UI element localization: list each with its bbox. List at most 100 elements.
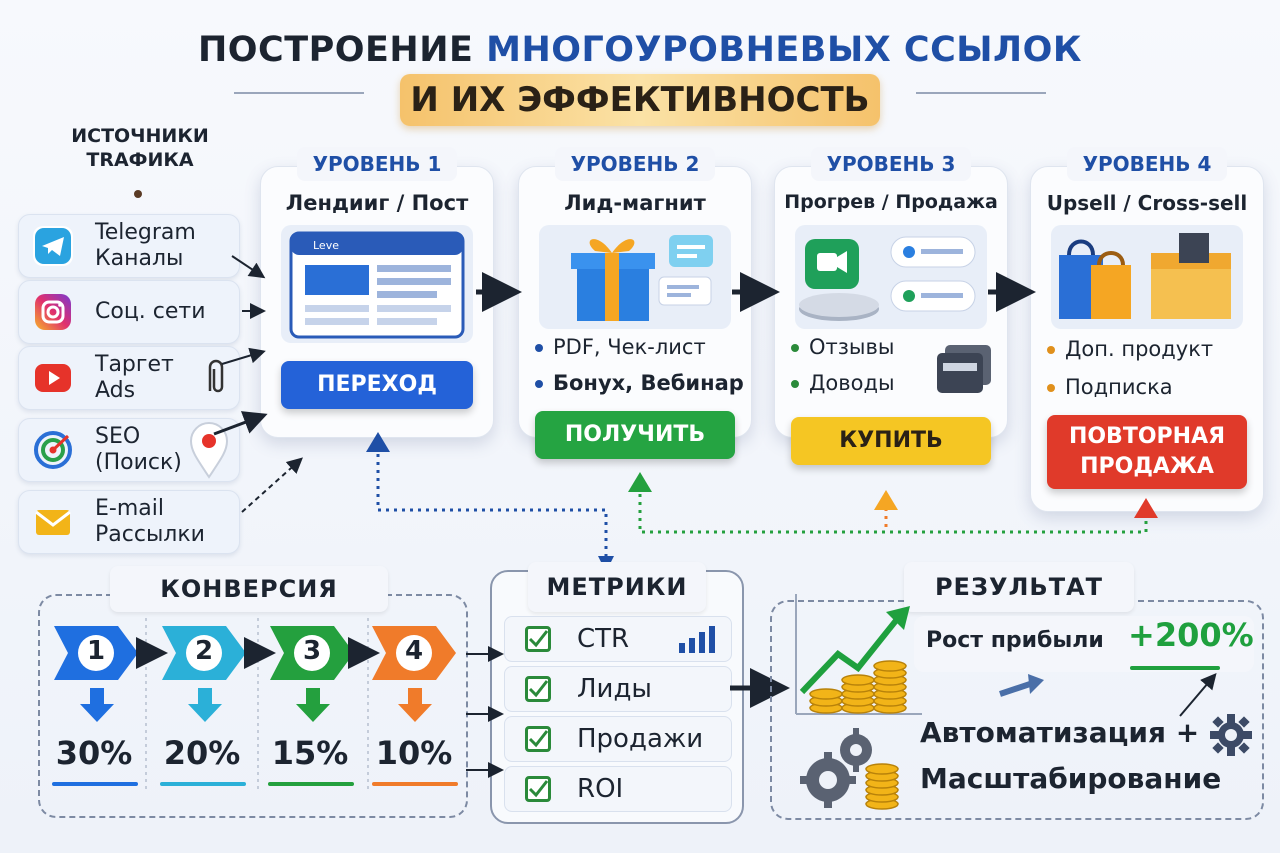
metric-label: Лиды — [577, 674, 652, 704]
payment-card-icon — [937, 345, 991, 393]
level-3-button[interactable]: КУПИТЬ — [791, 417, 991, 465]
pct-underline — [52, 782, 138, 786]
conversion-pct-4: 10% — [375, 734, 453, 772]
gift-box-icon — [571, 235, 713, 321]
checkbox-icon — [525, 726, 551, 752]
conversion-title: КОНВЕРСИЯ — [110, 566, 388, 612]
youtube-icon — [33, 358, 73, 398]
telegram-icon — [33, 226, 73, 266]
arrow-down-icon — [398, 688, 432, 722]
gears-coins-icon — [800, 728, 899, 810]
map-pin-icon — [189, 422, 229, 479]
level-2-button[interactable]: ПОЛУЧИТЬ — [535, 411, 735, 459]
arrow-down-icon — [188, 688, 222, 722]
browser-window-icon — [289, 231, 465, 339]
metrics-title: МЕТРИКИ — [528, 562, 706, 612]
page-title: ПОСТРОЕНИЕ МНОГОУРОВНЕВЫХ ССЫЛОК — [0, 30, 1280, 70]
arrow-down-icon — [80, 688, 114, 722]
paperclip-icon — [208, 359, 224, 393]
warmup-illustration — [795, 225, 987, 329]
profit-growth-value: +200% — [1128, 616, 1254, 654]
sources-title-dot — [134, 190, 142, 198]
conversion-step-4: 4 — [372, 626, 456, 722]
pct-underline — [160, 782, 246, 786]
step-number: 4 — [404, 636, 424, 666]
pct-underline — [372, 782, 458, 786]
level-2-subtitle: Лид-магнит — [564, 191, 706, 215]
conversion-pct-3: 15% — [271, 734, 349, 772]
automation-line2: Масштабирование — [920, 762, 1222, 795]
conversion-step-2: 2 — [162, 626, 246, 722]
level-1-card: УРОВЕНЬ 1 Лендииг / Пост Leve ПЕРЕХОД — [260, 147, 494, 438]
profit-growth-box — [914, 616, 1254, 672]
upsell-illustration — [1051, 225, 1243, 329]
level-4-bullet: Подписка — [1047, 375, 1173, 399]
metric-label: CTR — [577, 624, 630, 654]
metric-roi: ROI — [504, 766, 732, 812]
email-icon — [33, 502, 73, 542]
source-email[interactable]: E-mail Рассылки — [18, 490, 240, 554]
level-3-card: УРОВЕНЬ 3 Прогрев / Продажа Отзывы Довод… — [774, 147, 1008, 465]
level-1-subtitle: Лендииг / Пост — [285, 191, 469, 215]
checkbox-icon — [525, 676, 551, 702]
conversion-step-1: 1 — [54, 626, 138, 722]
source-seo[interactable]: SEO (Поиск) — [18, 418, 240, 482]
video-chat-icon — [799, 236, 976, 321]
source-label: Telegram Каналы — [95, 220, 196, 271]
source-label: E-mail Рассылки — [95, 496, 205, 547]
sources-title: ИСТОЧНИКИ TRAФИКА — [71, 125, 209, 171]
level-3-subtitle: Прогрев / Продажа — [784, 191, 998, 213]
title-part2: МНОГОУРОВНЕВЫХ ССЫЛОК — [486, 30, 1082, 70]
source-telegram[interactable]: Telegram Каналы — [18, 214, 240, 278]
metric-label: ROI — [577, 774, 624, 804]
step-number: 1 — [86, 636, 106, 666]
seo-target-icon — [33, 430, 73, 470]
bar-chart-icon — [679, 626, 715, 653]
title-ribbon: И ИХ ЭФФЕКТИВНОСТЬ — [400, 74, 880, 126]
title-part1: ПОСТРОЕНИЕ — [198, 30, 474, 70]
source-label: Соц. сети — [95, 299, 206, 324]
result-title: РЕЗУЛЬТАТ — [904, 562, 1134, 612]
shopping-bags-icon — [1059, 233, 1231, 319]
conversion-pct-1: 30% — [55, 734, 133, 772]
title-deco-line-right — [916, 92, 1046, 94]
conversion-pct-2: 20% — [163, 734, 241, 772]
level-4-button[interactable]: ПОВТОРНАЯ ПРОДАЖА — [1047, 415, 1247, 489]
source-label: SEO (Поиск) — [95, 424, 182, 475]
metric-sales: Продажи — [504, 716, 732, 762]
level-4-tag: УРОВЕНЬ 4 — [1067, 147, 1227, 181]
level-3-bullet: Отзывы — [791, 335, 894, 359]
title-deco-line-left — [234, 92, 364, 94]
pct-underline — [268, 782, 354, 786]
level-1-tag: УРОВЕНЬ 1 — [297, 147, 457, 181]
gear-icon — [1210, 714, 1252, 756]
level-1-button[interactable]: ПЕРЕХОД — [281, 361, 473, 409]
level-2-card: УРОВЕНЬ 2 Лид-магнит PDF, Чек-лист Бонух… — [518, 147, 752, 459]
title-line2: И ИХ ЭФФЕКТИВНОСТЬ — [410, 80, 870, 120]
instagram-icon — [33, 292, 73, 332]
source-target-ads[interactable]: Таргет Ads — [18, 346, 240, 410]
landing-page-illustration: Leve — [281, 225, 473, 343]
level-3-bullet: Доводы — [791, 371, 895, 395]
metric-leads: Лиды — [504, 666, 732, 712]
level-2-tag: УРОВЕНЬ 2 — [555, 147, 715, 181]
checkbox-icon — [525, 626, 551, 652]
metric-label: Продажи — [577, 724, 704, 754]
step-number: 3 — [302, 636, 322, 666]
growth-chart-coins-icon — [795, 594, 922, 715]
checkbox-icon — [525, 776, 551, 802]
level-4-subtitle: Upsell / Cross-sell — [1046, 191, 1248, 215]
level-2-bullet: PDF, Чек-лист — [535, 335, 706, 359]
level-2-bullet: Бонух, Вебинар — [535, 371, 744, 395]
profit-growth-label: Рост прибыли — [926, 628, 1104, 653]
source-label: Таргет Ads — [95, 352, 174, 403]
growth-underline — [1130, 666, 1220, 670]
lead-magnet-illustration — [539, 225, 731, 329]
source-social[interactable]: Соц. сети — [18, 280, 240, 344]
arrow-down-icon — [296, 688, 330, 722]
level-3-tag: УРОВЕНЬ 3 — [811, 147, 971, 181]
browser-tab-text: Leve — [313, 239, 339, 252]
metric-ctr: CTR — [504, 616, 732, 662]
conversion-step-3: 3 — [270, 626, 354, 722]
level-4-bullet: Доп. продукт — [1047, 337, 1213, 361]
